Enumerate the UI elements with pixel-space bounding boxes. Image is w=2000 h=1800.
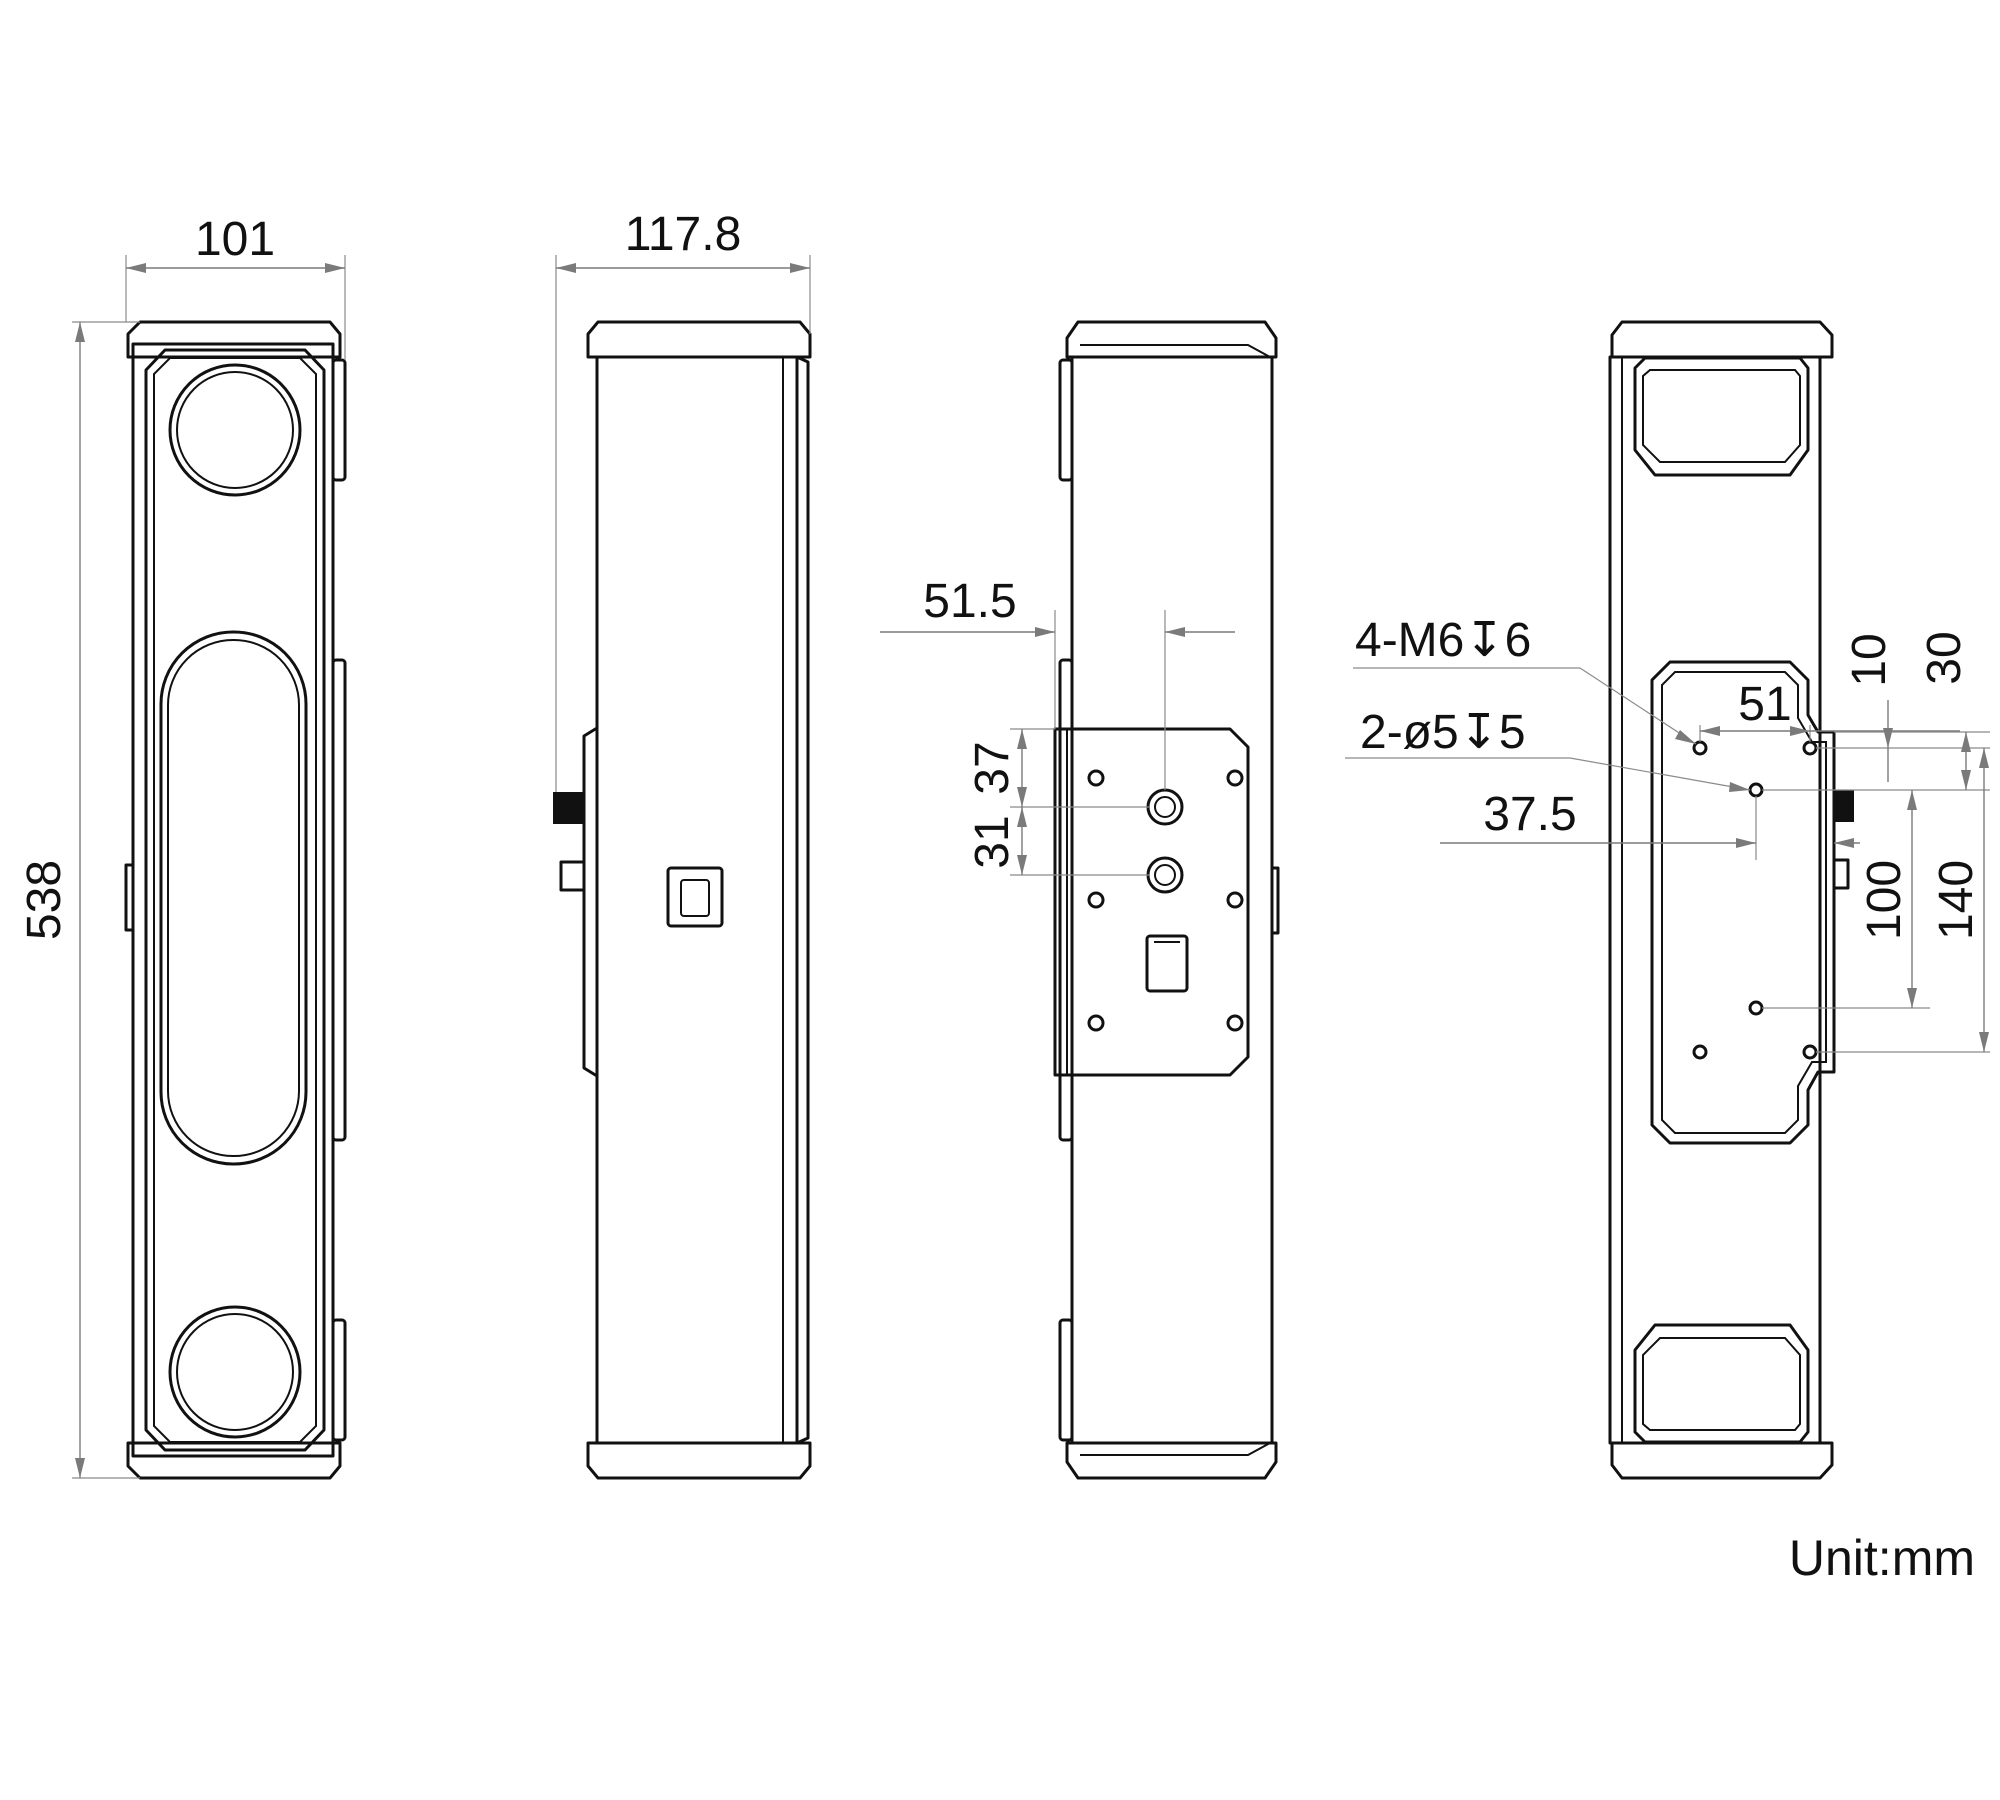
conn-lower-label: 31 [966, 815, 1019, 868]
dimension-connector-spacing: 37 31 [966, 728, 1150, 876]
top-30-label: 30 [1918, 631, 1971, 684]
front-view [124, 320, 347, 1480]
hole-spacing-label: 51 [1738, 678, 1791, 731]
dimension-side-width: 117.8 [555, 208, 811, 792]
dimension-vertical-group: 10 30 100 140 [1762, 631, 1990, 1053]
front-width-label: 101 [195, 213, 275, 266]
pin-offset-label: 37.5 [1483, 788, 1576, 841]
dimension-height: 538 [18, 321, 140, 1479]
conn-upper-label: 37 [966, 741, 1019, 794]
m6-callout-label: 4-M6↧6 [1355, 614, 1531, 667]
dimension-pin-offset: 37.5 [1440, 788, 1860, 860]
pin-callout-label: 2-ø5↧5 [1360, 706, 1526, 759]
side-width-label: 117.8 [625, 208, 742, 261]
dimension-hole-spacing: 51 [1699, 678, 1960, 742]
side-view [553, 320, 812, 1480]
rear-view [1608, 320, 1854, 1480]
back-view [1053, 320, 1280, 1480]
span-100-label: 100 [1858, 860, 1911, 940]
top-10-label: 10 [1843, 633, 1896, 686]
dimension-front-width: 101 [125, 213, 346, 360]
dimension-bracket-offset: 51.5 [880, 575, 1235, 790]
unit-label: Unit:mm [1789, 1530, 1975, 1586]
height-label: 538 [18, 860, 71, 940]
span-140-label: 140 [1930, 860, 1983, 940]
bracket-offset-label: 51.5 [923, 575, 1016, 628]
callout-pin: 2-ø5↧5 [1345, 706, 1751, 792]
callout-m6: 4-M6↧6 [1353, 614, 1697, 745]
